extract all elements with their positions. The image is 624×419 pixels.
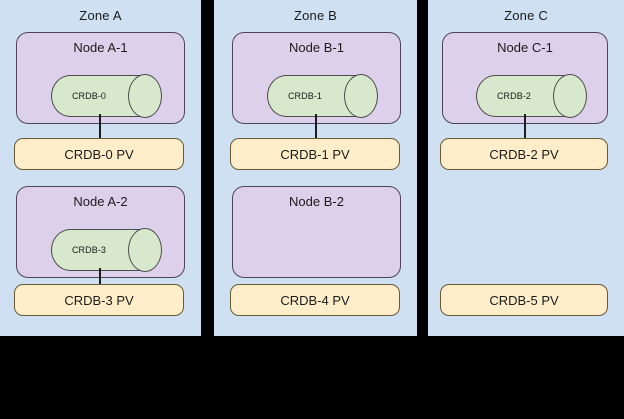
pv-crdb-1-label: CRDB-1 PV [280, 146, 350, 162]
pv-crdb-3[interactable]: CRDB-3 PV [14, 284, 184, 316]
node-a-1-label: Node A-1 [73, 40, 128, 55]
pv-crdb-5-label: CRDB-5 PV [489, 292, 559, 308]
node-b-2[interactable]: Node B-2 [232, 186, 401, 278]
node-b-1[interactable]: Node B-1 CRDB-1 [232, 32, 401, 124]
pod-crdb-1-label: CRDB-1 [287, 91, 323, 101]
pod-cylinder-cap [553, 74, 587, 118]
zone-a-title: Zone A [79, 8, 122, 23]
pv-crdb-4[interactable]: CRDB-4 PV [230, 284, 400, 316]
node-b-2-label: Node B-2 [289, 194, 344, 209]
connector-node-a-2-to-pv [99, 268, 101, 292]
pod-cylinder-cap [344, 74, 378, 118]
pv-crdb-4-label: CRDB-4 PV [280, 292, 350, 308]
pv-crdb-2[interactable]: CRDB-2 PV [440, 138, 608, 170]
connector-node-a-1-to-pv [99, 114, 101, 138]
pv-crdb-3-label: CRDB-3 PV [64, 292, 134, 308]
zone-b-title: Zone B [293, 8, 338, 23]
pv-crdb-0-label: CRDB-0 PV [64, 146, 134, 162]
connector-node-c-1-to-pv [524, 114, 526, 138]
pod-crdb-3[interactable]: CRDB-3 [51, 228, 162, 272]
pv-crdb-1[interactable]: CRDB-1 PV [230, 138, 400, 170]
zone-panel-a: Zone A Node A-1 CRDB-0 CRDB-0 PV Node A-… [0, 0, 201, 336]
pod-crdb-0[interactable]: CRDB-0 [51, 74, 162, 118]
node-b-1-label: Node B-1 [289, 40, 344, 55]
pod-crdb-0-label: CRDB-0 [71, 91, 107, 101]
pod-crdb-2[interactable]: CRDB-2 [476, 74, 587, 118]
node-c-1-label: Node C-1 [497, 40, 553, 55]
connector-node-b-1-to-pv [315, 114, 317, 138]
pod-crdb-2-label: CRDB-2 [496, 91, 532, 101]
zone-panel-b: Zone B Node B-1 CRDB-1 CRDB-1 PV Node B-… [214, 0, 417, 336]
pv-crdb-5[interactable]: CRDB-5 PV [440, 284, 608, 316]
pv-crdb-0[interactable]: CRDB-0 PV [14, 138, 184, 170]
node-c-1[interactable]: Node C-1 CRDB-2 [442, 32, 608, 124]
node-a-1[interactable]: Node A-1 CRDB-0 [16, 32, 185, 124]
pv-crdb-2-label: CRDB-2 PV [489, 146, 559, 162]
node-a-2[interactable]: Node A-2 CRDB-3 [16, 186, 185, 278]
pod-crdb-3-label: CRDB-3 [71, 245, 107, 255]
zone-panel-c: Zone C Node C-1 CRDB-2 CRDB-2 PV CRDB-5 … [428, 0, 624, 336]
pod-cylinder-cap [128, 228, 162, 272]
pod-cylinder-cap [128, 74, 162, 118]
zone-c-title: Zone C [504, 8, 548, 23]
node-a-2-label: Node A-2 [73, 194, 128, 209]
pod-crdb-1[interactable]: CRDB-1 [267, 74, 378, 118]
